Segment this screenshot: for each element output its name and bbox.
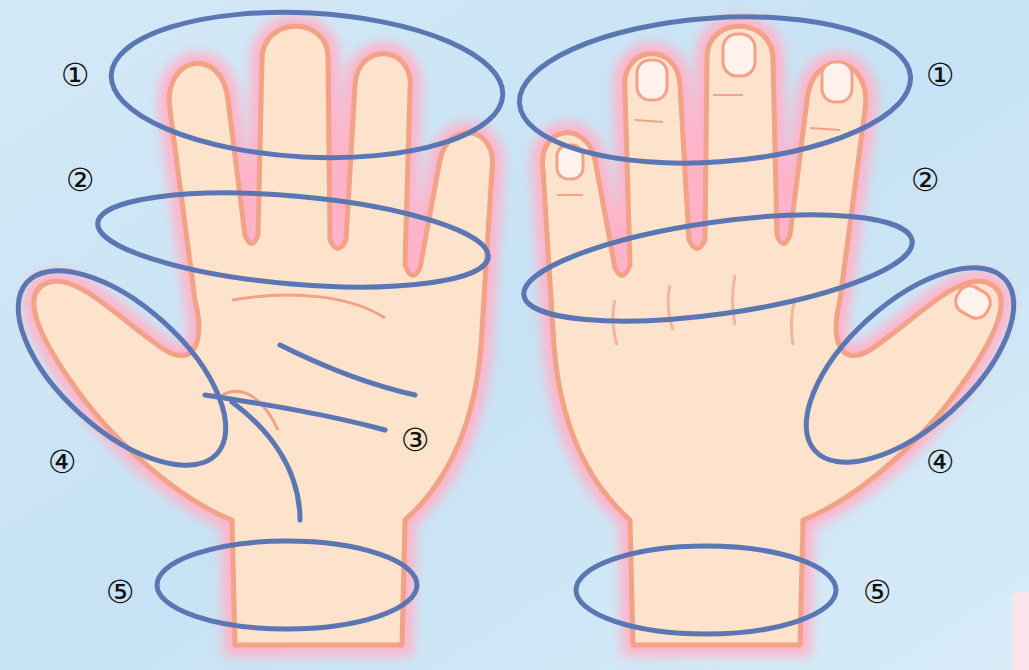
callout-number: ① (61, 59, 90, 91)
callout-number: ④ (48, 446, 77, 478)
callout-number: ⑤ (863, 576, 892, 608)
area-ellipses (0, 3, 1029, 634)
callout-number: ① (926, 59, 955, 91)
callout-number: ② (66, 164, 95, 196)
callout-number: ② (911, 164, 940, 196)
callout-number: ⑤ (106, 576, 135, 608)
corner-tab (1012, 592, 1029, 670)
callout-number: ④ (926, 446, 955, 478)
callout-number: ③ (401, 424, 430, 456)
palm-hand (34, 26, 493, 645)
back-hand (543, 26, 1002, 645)
